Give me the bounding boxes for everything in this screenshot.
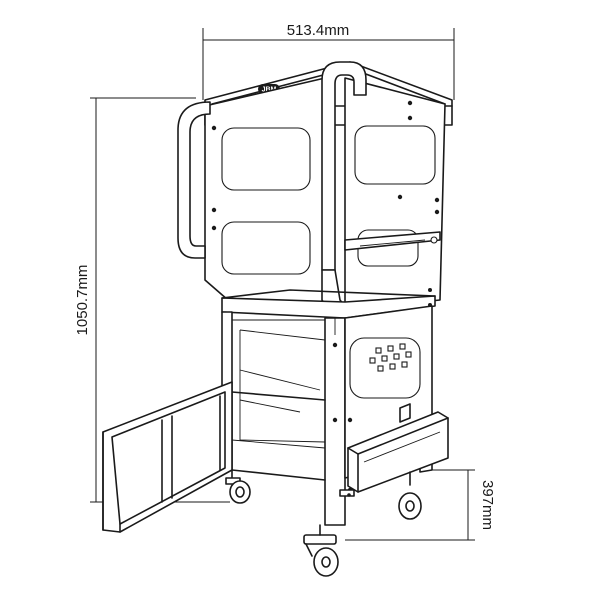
- left-handle: [177, 101, 211, 259]
- jbm-logo-text: JBM: [262, 87, 277, 94]
- upper-right-frame: [344, 77, 446, 311]
- shelf-height-dimension: 397mm: [345, 469, 496, 541]
- side-basket: [347, 403, 449, 493]
- wheel-center-small: [339, 489, 355, 497]
- width-dimension: 513.4mm: [202, 22, 455, 100]
- wheels: [225, 469, 422, 577]
- wheel-back-left: [225, 469, 251, 504]
- upper-left-frame: [204, 77, 326, 311]
- wheel-back-right: [398, 471, 422, 520]
- cart-illustration: JBM: [102, 61, 453, 577]
- pegboard-holes: [369, 343, 412, 372]
- cross-rail: [344, 231, 441, 251]
- width-label: 513.4mm: [287, 22, 350, 39]
- height-label: 1050.7mm: [74, 265, 91, 336]
- open-door: [102, 381, 233, 533]
- wheel-front: [303, 524, 339, 577]
- shelf-height-label: 397mm: [479, 480, 496, 530]
